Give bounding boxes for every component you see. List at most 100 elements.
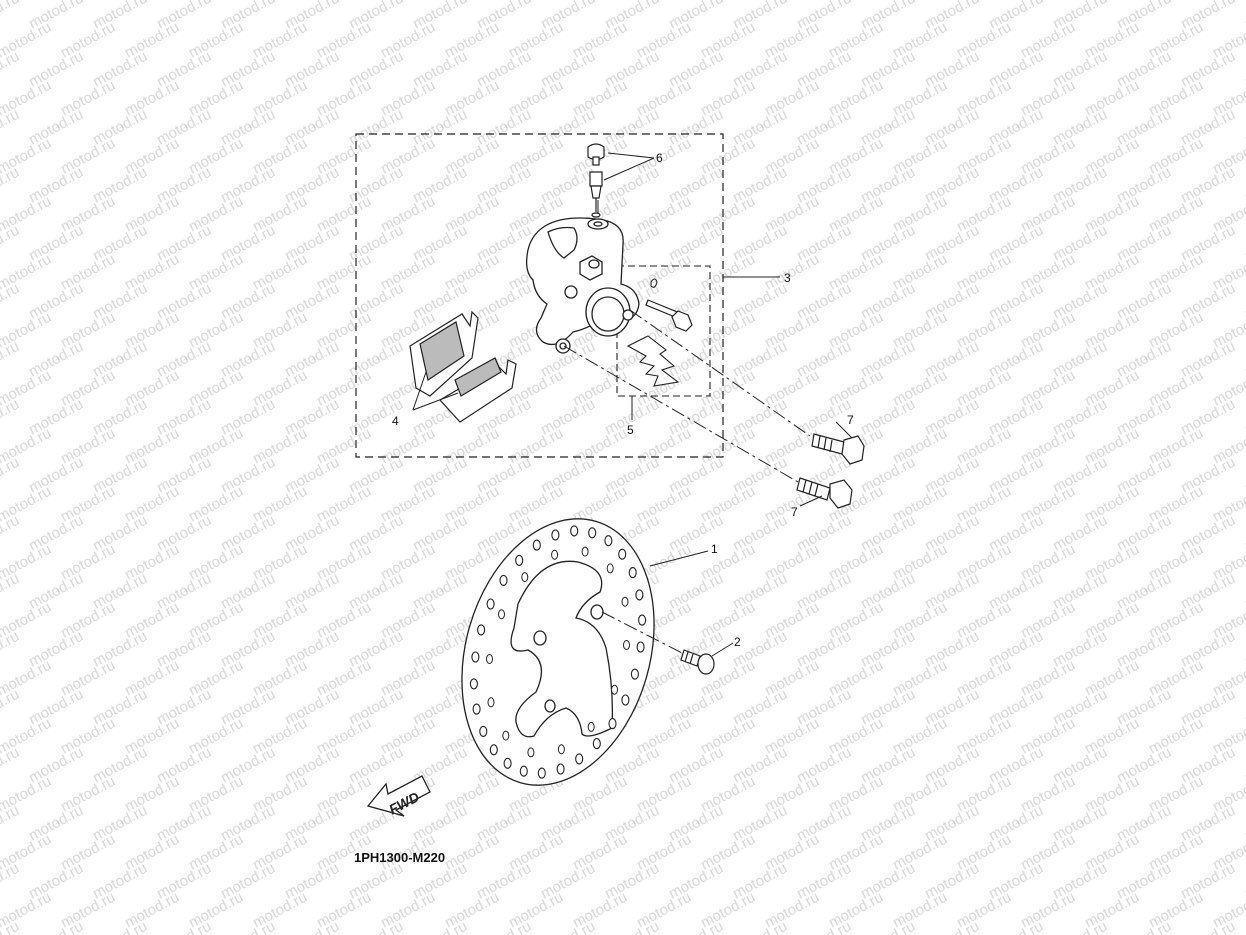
caliper-bolt-lower-part: [796, 477, 853, 509]
watermark-text: motod.ru: [90, 918, 150, 935]
pad-spring-part: [626, 278, 680, 387]
watermark-text: motod.ru: [986, 918, 1046, 935]
disc-vent-hole: [636, 641, 645, 653]
callout-5: 5: [627, 423, 634, 437]
watermark-text: motod.ru: [1242, 48, 1246, 91]
watermark-text: motod.ru: [1242, 106, 1246, 149]
disc-vent-hole: [537, 767, 546, 779]
disc-vent-hole: [630, 668, 639, 680]
disc-vent-hole: [521, 572, 529, 583]
watermark-text: motod.ru: [0, 164, 22, 207]
watermark-text: motod.ru: [0, 280, 22, 323]
watermark-text: motod.ru: [1242, 512, 1246, 555]
watermark-text: motod.ru: [346, 918, 406, 935]
disc-vent-hole: [519, 765, 528, 777]
disc-vent-hole: [532, 539, 541, 551]
watermark-text: motod.ru: [1242, 0, 1246, 33]
disc-vent-hole: [621, 596, 629, 607]
watermark-text: motod.ru: [0, 48, 22, 91]
callout-7-lower: 7: [791, 505, 798, 519]
disc-vent-hole: [527, 747, 535, 758]
disc-vent-hole: [515, 554, 524, 566]
watermark-text: motod.ru: [282, 918, 342, 935]
watermark-text: motod.ru: [0, 338, 22, 381]
watermark-text: motod.ru: [1242, 802, 1246, 845]
watermark-text: motod.ru: [0, 512, 22, 555]
watermark-text: motod.ru: [602, 918, 662, 935]
callout-3: 3: [784, 271, 791, 285]
disc-vent-hole: [588, 527, 597, 539]
disc-vent-hole: [621, 694, 630, 706]
callout-6: 6: [656, 151, 663, 165]
disc-vent-hole: [502, 730, 510, 741]
watermark-text: motod.ru: [154, 918, 214, 935]
disc-bolt-part: [680, 649, 715, 675]
watermark-text: motod.ru: [0, 570, 22, 613]
caliper-assembly-box: [355, 133, 724, 458]
disc-vent-hole: [623, 640, 630, 650]
watermark-text: motod.ru: [1050, 918, 1110, 935]
disc-vent-hole: [608, 718, 617, 730]
watermark-text: motod.ru: [794, 918, 854, 935]
watermark-text: motod.ru: [0, 222, 22, 265]
disc-vent-hole: [606, 563, 614, 574]
watermark-text: motod.ru: [1242, 570, 1246, 613]
watermark-text: motod.ru: [1114, 918, 1174, 935]
fwd-arrow: FWD: [366, 775, 431, 818]
watermark-text: motod.ru: [0, 802, 22, 845]
watermark-text: motod.ru: [1242, 744, 1246, 787]
watermark-text: motod.ru: [474, 918, 534, 935]
leader-lines: [412, 152, 853, 657]
bleed-screw-part: [587, 143, 605, 218]
centerlines: [563, 198, 811, 655]
watermark-text: motod.ru: [0, 106, 22, 149]
watermark-text: motod.ru: [0, 686, 22, 729]
watermark-text: motod.ru: [218, 918, 278, 935]
watermark-text: motod.ru: [1242, 396, 1246, 439]
watermark-text: motod.ru: [26, 918, 86, 935]
watermark-text: motod.ru: [0, 396, 22, 439]
disc-vent-hole: [551, 529, 560, 541]
disc-vent-holes: [469, 525, 647, 779]
watermark-text: motod.ru: [1242, 686, 1246, 729]
watermark-text: motod.ru: [1178, 918, 1238, 935]
disc-vent-hole: [635, 589, 644, 601]
brake-pads-part: [409, 310, 517, 423]
disc-vent-hole: [628, 567, 637, 579]
disc-vent-hole: [486, 598, 495, 610]
watermark-text: motod.ru: [0, 0, 22, 33]
callout-2: 2: [734, 635, 741, 649]
disc-vent-hole: [638, 614, 647, 626]
disc-vent-hole: [487, 697, 495, 708]
watermark-text: motod.ru: [1242, 338, 1246, 381]
watermark-text: motod.ru: [1242, 860, 1246, 903]
disc-vent-hole: [556, 763, 565, 775]
disc-vent-hole: [592, 738, 601, 750]
disc-vent-hole: [498, 609, 505, 620]
watermark-text: motod.ru: [730, 918, 790, 935]
callout-4: 4: [392, 414, 399, 428]
watermark-text: motod.ru: [0, 454, 22, 497]
diagram-code: 1PH1300-M220: [354, 850, 445, 865]
watermark-text: motod.ru: [0, 860, 22, 903]
watermark-text: motod.ru: [410, 918, 470, 935]
caliper-pin-part: [645, 299, 693, 332]
caliper-body-part: [525, 217, 640, 354]
watermark-text: motod.ru: [858, 918, 918, 935]
disc-vent-hole: [469, 678, 478, 690]
brake-disc-part: [461, 518, 655, 786]
disc-vent-hole: [575, 753, 584, 765]
watermark-text: motod.ru: [1242, 280, 1246, 323]
watermark-text: motod.ru: [1242, 628, 1246, 671]
disc-vent-hole: [472, 703, 481, 715]
watermark-text: motod.ru: [1242, 454, 1246, 497]
disc-vent-hole: [618, 548, 627, 560]
disc-vent-hole: [604, 535, 613, 547]
watermark-text: motod.ru: [1242, 164, 1246, 207]
watermark-text: motod.ru: [666, 918, 726, 935]
disc-vent-hole: [477, 624, 486, 636]
callouts: 1 2 3 4 5 6 7 7: [392, 151, 854, 649]
disc-vent-hole: [503, 757, 512, 769]
